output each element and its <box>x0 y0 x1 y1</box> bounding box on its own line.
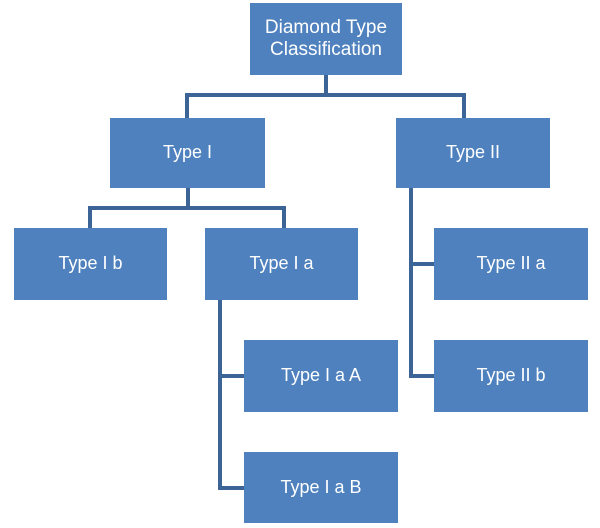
node-diamond-type-classification[interactable]: Diamond Type Classification <box>250 3 402 75</box>
connector-type2-to-type2a <box>409 262 437 266</box>
connector-type2-to-type2b <box>409 374 437 378</box>
connector-type2-spine <box>409 188 413 378</box>
node-label: Diamond Type Classification <box>264 16 388 60</box>
connector-root-bus <box>185 93 466 97</box>
node-label: Type I b <box>58 253 123 274</box>
connector-type1-to-type1a <box>282 206 286 230</box>
node-type-ii[interactable]: Type II <box>396 118 550 188</box>
node-label: Type I a B <box>280 476 362 497</box>
connector-type1a-to-type1aA <box>218 374 246 378</box>
connector-root-to-type2 <box>462 93 466 118</box>
node-label: Type I a A <box>280 365 362 386</box>
node-label: Type II a <box>476 253 546 274</box>
node-type-i-a-a[interactable]: Type I a A <box>244 340 398 412</box>
node-label: Type I a <box>249 253 314 274</box>
node-type-ii-b[interactable]: Type II b <box>434 340 588 412</box>
node-type-i-a[interactable]: Type I a <box>205 228 358 300</box>
node-type-i-b[interactable]: Type I b <box>14 228 167 300</box>
connector-type1-bus <box>88 206 286 210</box>
connector-root-to-type1 <box>185 93 189 118</box>
node-label: Type I <box>162 142 213 163</box>
connector-type1a-spine <box>218 300 222 490</box>
node-type-i-a-b[interactable]: Type I a B <box>244 452 398 523</box>
node-type-i[interactable]: Type I <box>110 118 265 188</box>
connector-type1a-to-type1aB <box>218 486 246 490</box>
node-type-ii-a[interactable]: Type II a <box>434 228 588 300</box>
connector-type1-stem <box>186 188 190 210</box>
node-label: Type II <box>445 142 501 163</box>
node-label: Type II b <box>476 365 546 386</box>
connector-type1-to-type1b <box>88 206 92 230</box>
connector-root-stem <box>324 75 328 97</box>
